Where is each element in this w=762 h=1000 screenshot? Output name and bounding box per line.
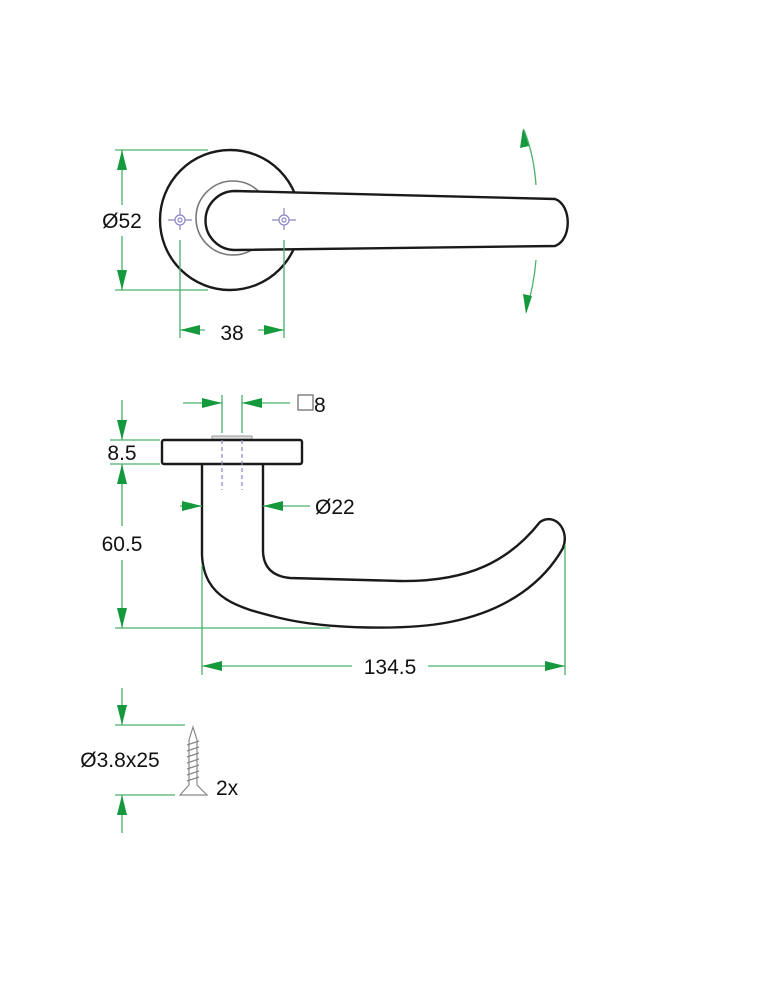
screw-icon: [178, 724, 209, 796]
length-label: 134.5: [364, 656, 417, 679]
screw-hole-left-icon: [168, 208, 192, 230]
rose-diameter-label: Ø52: [102, 210, 142, 233]
lever-side-outline: [200, 460, 566, 629]
height-label: 60.5: [102, 533, 143, 556]
screw-spec: Ø3.8x25 2x: [80, 688, 239, 833]
rose-thickness-label: 8.5: [107, 442, 136, 465]
screw-hole-right-icon: [272, 208, 296, 230]
rose-side-outline: [160, 438, 304, 466]
side-view: 8 8.5 60.5 Ø22 134.5: [102, 394, 566, 679]
spindle-hidden-lines: [221, 440, 243, 490]
hole-spacing-label: 38: [220, 322, 243, 345]
screw-quantity-label: 2x: [216, 777, 239, 800]
lever-top-outline: [204, 189, 569, 252]
neck-diameter-label: Ø22: [315, 496, 355, 519]
spindle-label: 8: [314, 394, 326, 417]
square-symbol-icon: [297, 394, 314, 411]
screw-size-label: Ø3.8x25: [80, 749, 159, 772]
top-view: Ø52 38: [102, 128, 569, 345]
